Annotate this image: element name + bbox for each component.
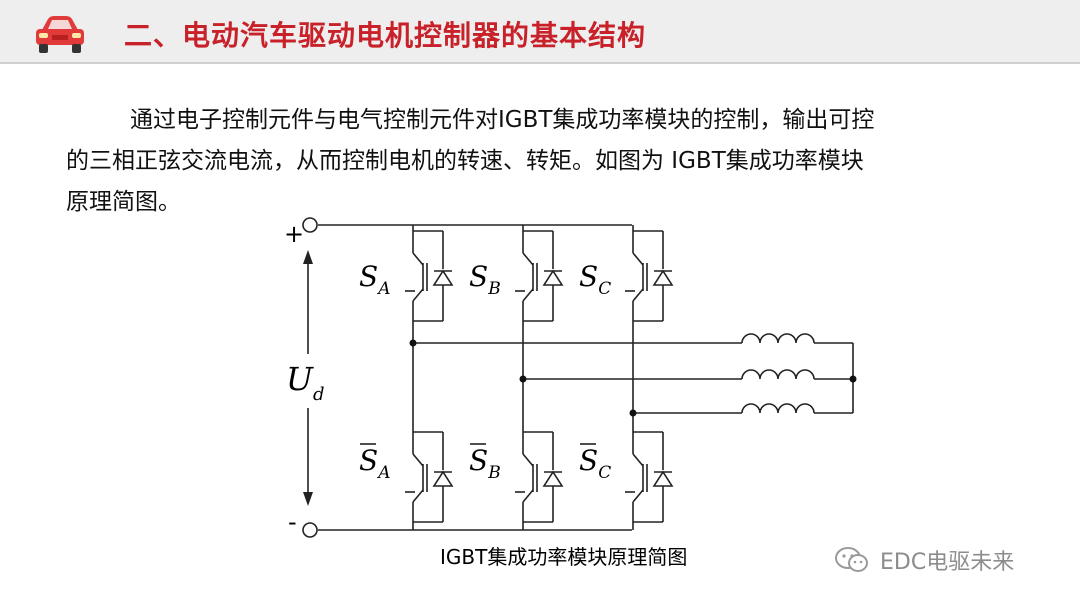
star-node	[849, 375, 857, 383]
phase-b-node	[519, 375, 527, 383]
body-line-3: 原理简图。	[66, 189, 181, 215]
switch-c-upper-label: SC	[579, 260, 611, 299]
switch-b-upper-emitter-diag	[522, 288, 534, 302]
switch-a-lower-emitter-diag	[412, 489, 424, 503]
igbt-circuit-diagram: + - Ud SA SA SB SB SC SC	[284, 217, 857, 538]
negative-terminal	[302, 522, 318, 538]
switch-a-lower-label: SA	[359, 444, 390, 483]
switch-c-upper-collector-diag	[632, 252, 644, 266]
wechat-icon	[835, 547, 868, 572]
switch-a-upper-diode-triangle	[432, 269, 454, 286]
switch-b-upper-label: SB	[469, 260, 501, 299]
body-paragraph: 通过电子控制元件与电气控制元件对IGBT集成功率模块的控制，输出可控 的三相正弦…	[66, 100, 1026, 223]
voltage-arrowhead-up	[303, 250, 313, 264]
switch-a-lower-diode-triangle	[432, 470, 454, 487]
phase-a-node	[409, 339, 417, 347]
inductor-b	[741, 369, 815, 380]
phase-leg-b: SB SB	[469, 225, 564, 530]
inductor-a	[741, 333, 815, 344]
body-line-1: 通过电子控制元件与电气控制元件对IGBT集成功率模块的控制，输出可控	[130, 107, 875, 133]
switch-c-lower-collector-diag	[632, 453, 644, 467]
switch-a-upper-emitter-diag	[412, 288, 424, 302]
phase-leg-a: SA SA	[359, 225, 454, 530]
inductor-c	[741, 403, 815, 414]
switch-c-upper-diode-triangle	[652, 269, 674, 286]
plus-label: +	[284, 220, 304, 248]
switch-a-upper-collector-diag	[412, 252, 424, 266]
positive-terminal	[302, 217, 318, 233]
switch-c-upper-emitter-diag	[632, 288, 644, 302]
car-icon	[36, 16, 84, 53]
switch-b-lower-collector-diag	[522, 453, 534, 467]
diagram-caption: IGBT集成功率模块原理简图	[440, 545, 688, 569]
switch-b-upper-collector-diag	[522, 252, 534, 266]
header-bar	[0, 0, 1080, 62]
watermark-text: EDC电驱未来	[880, 550, 1015, 575]
body-line-2: 的三相正弦交流电流，从而控制电机的转速、转矩。如图为 IGBT集成功率模块	[66, 148, 864, 174]
voltage-arrowhead-down	[303, 492, 313, 506]
switch-a-upper-label: SA	[359, 260, 390, 299]
header-divider	[0, 62, 1080, 64]
page-title: 二、电动汽车驱动电机控制器的基本结构	[124, 19, 647, 52]
minus-label: -	[288, 508, 297, 536]
switch-b-upper-diode-triangle	[542, 269, 564, 286]
phase-c-node	[629, 409, 637, 417]
switch-b-lower-emitter-diag	[522, 489, 534, 503]
phase-leg-c: SC SC	[579, 225, 674, 530]
switch-c-lower-diode-triangle	[652, 470, 674, 487]
switch-c-lower-emitter-diag	[632, 489, 644, 503]
switch-c-lower-label: SC	[579, 444, 611, 483]
switch-b-lower-diode-triangle	[542, 470, 564, 487]
switch-a-lower-collector-diag	[412, 453, 424, 467]
voltage-label: Ud	[286, 360, 325, 405]
switch-b-lower-label: SB	[469, 444, 501, 483]
